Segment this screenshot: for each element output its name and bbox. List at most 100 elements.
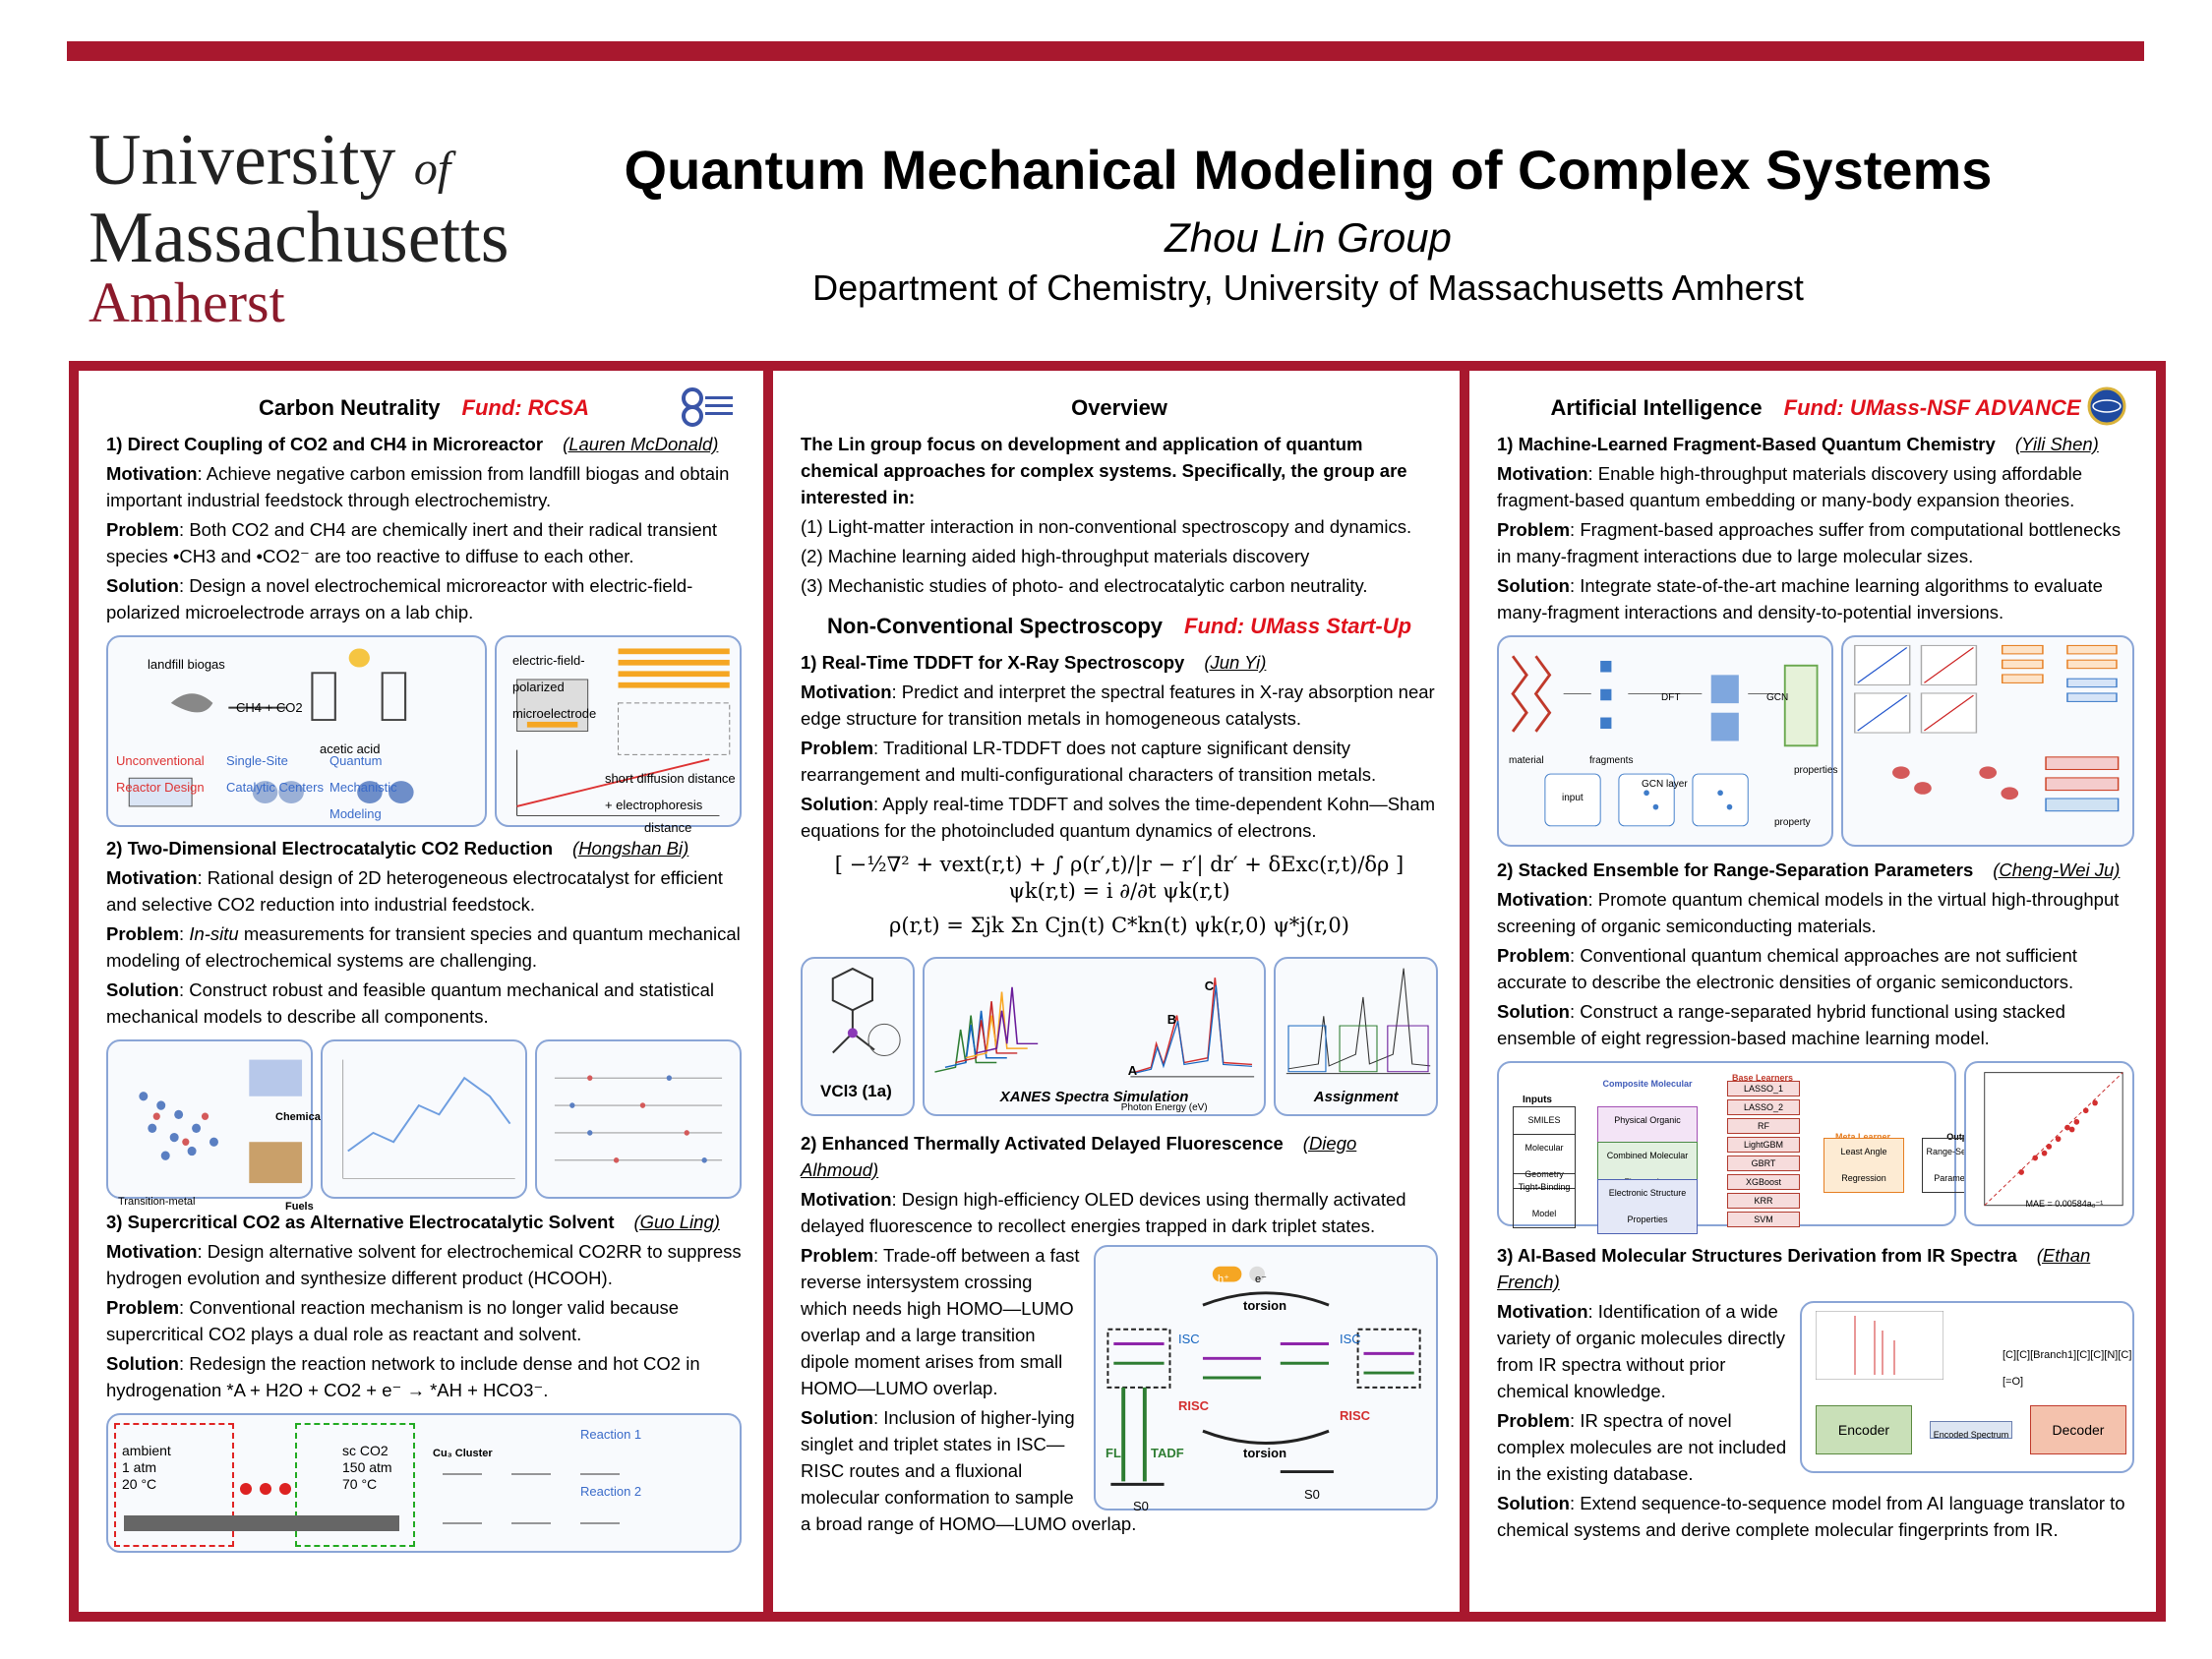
xanes-spectra-figure: A B C Photon Energy (eV) XANES Spectra S…: [922, 957, 1267, 1116]
list-item: (2) Machine learning aided high-throughp…: [801, 546, 1310, 566]
author-link[interactable]: (Guo Ling): [633, 1212, 720, 1232]
microelectrode-figure: electric-field-polarized microelectrode …: [494, 635, 742, 835]
motivation-text: Design high-efficiency OLED devices usin…: [801, 1189, 1406, 1236]
motivation-text: Enable high-throughput materials discove…: [1497, 463, 2083, 510]
assignment-figure: Assignment: [1274, 957, 1438, 1116]
poster-title: Quantum Mechanical Modeling of Complex S…: [624, 139, 1993, 201]
motivation-text: Achieve negative carbon emission from la…: [106, 463, 730, 510]
solution-text: Design a novel electrochemical microreac…: [106, 575, 693, 622]
section-title: Carbon Neutrality: [258, 395, 441, 420]
project-title: 1) Direct Coupling of CO2 and CH4 in Mic…: [106, 434, 719, 454]
motivation-text: Rational design of 2D heterogeneous elec…: [106, 867, 723, 915]
fund-label: Fund: UMass-NSF ADVANCE: [1783, 395, 2081, 420]
rcsa-logo-icon: [682, 387, 733, 427]
ml-results-figure: [1840, 635, 2134, 847]
fund-label: Fund: RCSA: [461, 395, 590, 420]
encoded-spectrum-block: Encoded Spectrum: [1930, 1421, 2012, 1440]
motivation-text: Predict and interpret the spectral featu…: [801, 681, 1435, 729]
author-link[interactable]: (Cheng-Wei Ju): [1993, 859, 2121, 880]
energy-profile-figure: [321, 1039, 527, 1199]
kohn-sham-equation: [ −½∇² + vext(r,t) + ∫ ρ(r′,t)/|r − r′| …: [834, 853, 1405, 903]
section-header: Artificial Intelligence Fund: UMass-NSF A…: [1497, 386, 2134, 426]
section-header: Non-Conventional Spectroscopy Fund: UMass…: [801, 613, 1438, 639]
reaction-network-figure: [535, 1039, 742, 1199]
solution-text: Construct robust and feasible quantum me…: [106, 979, 714, 1027]
section-title: Artificial Intelligence: [1550, 395, 1763, 420]
problem-text: Fragment-based approaches suffer from co…: [1497, 519, 2122, 566]
university-logo: University of Massachusetts Amherst: [89, 120, 509, 334]
project-title: 2) Stacked Ensemble for Range-Separation…: [1497, 859, 2121, 880]
section-header: Carbon Neutrality Fund: RCSA: [106, 387, 742, 427]
problem-text: Conventional quantum chemical approaches…: [1497, 945, 2077, 992]
column-divider: [763, 371, 773, 1612]
solution-text: Integrate state-of-the-art machine learn…: [1497, 575, 2103, 622]
column-overview: Overview The Lin group focus on developm…: [773, 371, 1460, 1612]
problem-text: Both CO2 and CH4 are chemically inert an…: [106, 519, 718, 566]
project-title: 2) Two-Dimensional Electrocatalytic CO2 …: [106, 838, 689, 859]
solution-text: Inclusion of higher-lying singlet and tr…: [801, 1407, 1137, 1534]
ir-seq2seq-figure: [C][C][Branch1][C][C][N][C][=O] Encoder …: [1800, 1301, 2134, 1473]
column-carbon-neutrality: Carbon Neutrality Fund: RCSA 1) Direct Co…: [79, 371, 763, 1612]
author-link[interactable]: (Hongshan Bi): [572, 838, 689, 859]
rsp-scatter-figure: MAE = 0.00584a₀⁻¹: [1964, 1061, 2134, 1226]
problem-text: Traditional LR-TDDFT does not capture si…: [801, 738, 1377, 785]
project-title: 2) Enhanced Thermally Activated Delayed …: [801, 1133, 1357, 1180]
author-link[interactable]: (Diego Alhmoud): [801, 1133, 1357, 1180]
graph-network-icon: [1891, 755, 2120, 811]
column-divider: [1460, 371, 1469, 1612]
base-learner-item: LightGBM: [1727, 1137, 1800, 1153]
base-learner-item: LASSO_2: [1727, 1099, 1800, 1115]
motivation-text: Promote quantum chemical models in the v…: [1497, 889, 2120, 936]
poster-frame: [69, 361, 2166, 1622]
stacked-ensemble-figure: Inputs SMILES Molecular Geometry Tight-B…: [1497, 1061, 2003, 1234]
problem-text: Trade-off between a fast reverse intersy…: [801, 1245, 1080, 1398]
density-equation: ρ(r,t) = Σjk Σn Cjn(t) C*kn(t) ψk(r,0) ψ…: [889, 914, 1349, 937]
fund-label: Fund: UMass Start-Up: [1184, 614, 1412, 638]
catalyst-lattice-figure: Chemicals Fuels Transition-metal: [106, 1039, 329, 1213]
overview-intro: The Lin group focus on development and a…: [801, 434, 1407, 507]
author-link[interactable]: (Ethan French): [1497, 1245, 2091, 1292]
encoder-block: Encoder: [1816, 1405, 1912, 1454]
fragment-workflow-figure: material fragments DFT GCN properties in…: [1497, 635, 1837, 847]
author-link[interactable]: (Yili Shen): [2014, 434, 2099, 454]
project-title: 3) Supercritical CO2 as Alternative Elec…: [106, 1212, 720, 1232]
base-learner-item: KRR: [1727, 1193, 1800, 1209]
decoder-block: Decoder: [2030, 1405, 2126, 1454]
supercritical-box: [295, 1423, 415, 1547]
ambient-box: [114, 1423, 234, 1547]
problem-text: measurements for transient species and q…: [106, 923, 741, 971]
nsf-logo-icon: [2087, 386, 2126, 426]
base-learner-item: LASSO_1: [1727, 1081, 1800, 1096]
motivation-text: Design alternative solvent for electroch…: [106, 1241, 742, 1288]
solution-text: Extend sequence-to-sequence model from A…: [1497, 1493, 2125, 1540]
solution-text: Construct a range-separated hybrid funct…: [1497, 1001, 2065, 1048]
author-link[interactable]: (Lauren McDonald): [563, 434, 719, 454]
base-learner-item: SVM: [1727, 1212, 1800, 1227]
group-name: Zhou Lin Group: [1165, 214, 1452, 261]
project-title: 1) Machine-Learned Fragment-Based Quantu…: [1497, 434, 2099, 454]
list-item: (1) Light-matter interaction in non-conv…: [801, 516, 1412, 537]
model-flow-icon: [2001, 644, 2118, 702]
solution-text: Apply real-time TDDFT and solves the tim…: [801, 794, 1436, 841]
section-title: Non-Conventional Spectroscopy: [826, 614, 1164, 638]
parity-plot-icon: [1853, 644, 1977, 734]
microreactor-figure: landfill biogas CH4 + CO2 acetic acid Un…: [106, 635, 487, 827]
project-title: 3) AI-Based Molecular Structures Derivat…: [1497, 1245, 2091, 1292]
list-item: (3) Mechanistic studies of photo- and el…: [801, 575, 1368, 596]
column-artificial-intelligence: Artificial Intelligence Fund: UMass-NSF A…: [1469, 371, 2156, 1612]
tadf-energy-diagram: h⁺ e⁻ torsion torsion ISC ISC RISC RISC …: [1094, 1245, 1438, 1513]
solution-text: Redesign the reaction network to include…: [106, 1353, 700, 1400]
base-learner-item: RF: [1727, 1118, 1800, 1134]
section-title: Overview: [1071, 395, 1167, 420]
department: Department of Chemistry, University of M…: [812, 267, 1804, 308]
author-link[interactable]: (Jun Yi): [1204, 652, 1267, 673]
vcl3-molecule-figure: VCl3 (1a): [801, 957, 915, 1116]
base-learner-item: GBRT: [1727, 1155, 1800, 1171]
project-title: 1) Real-Time TDDFT for X-Ray Spectroscop…: [801, 652, 1267, 673]
base-learner-item: XGBoost: [1727, 1174, 1800, 1190]
problem-text: Conventional reaction mechanism is no lo…: [106, 1297, 680, 1344]
top-accent-bar: [67, 41, 2144, 61]
motivation-text: Identification of a wide variety of orga…: [1497, 1301, 1786, 1401]
